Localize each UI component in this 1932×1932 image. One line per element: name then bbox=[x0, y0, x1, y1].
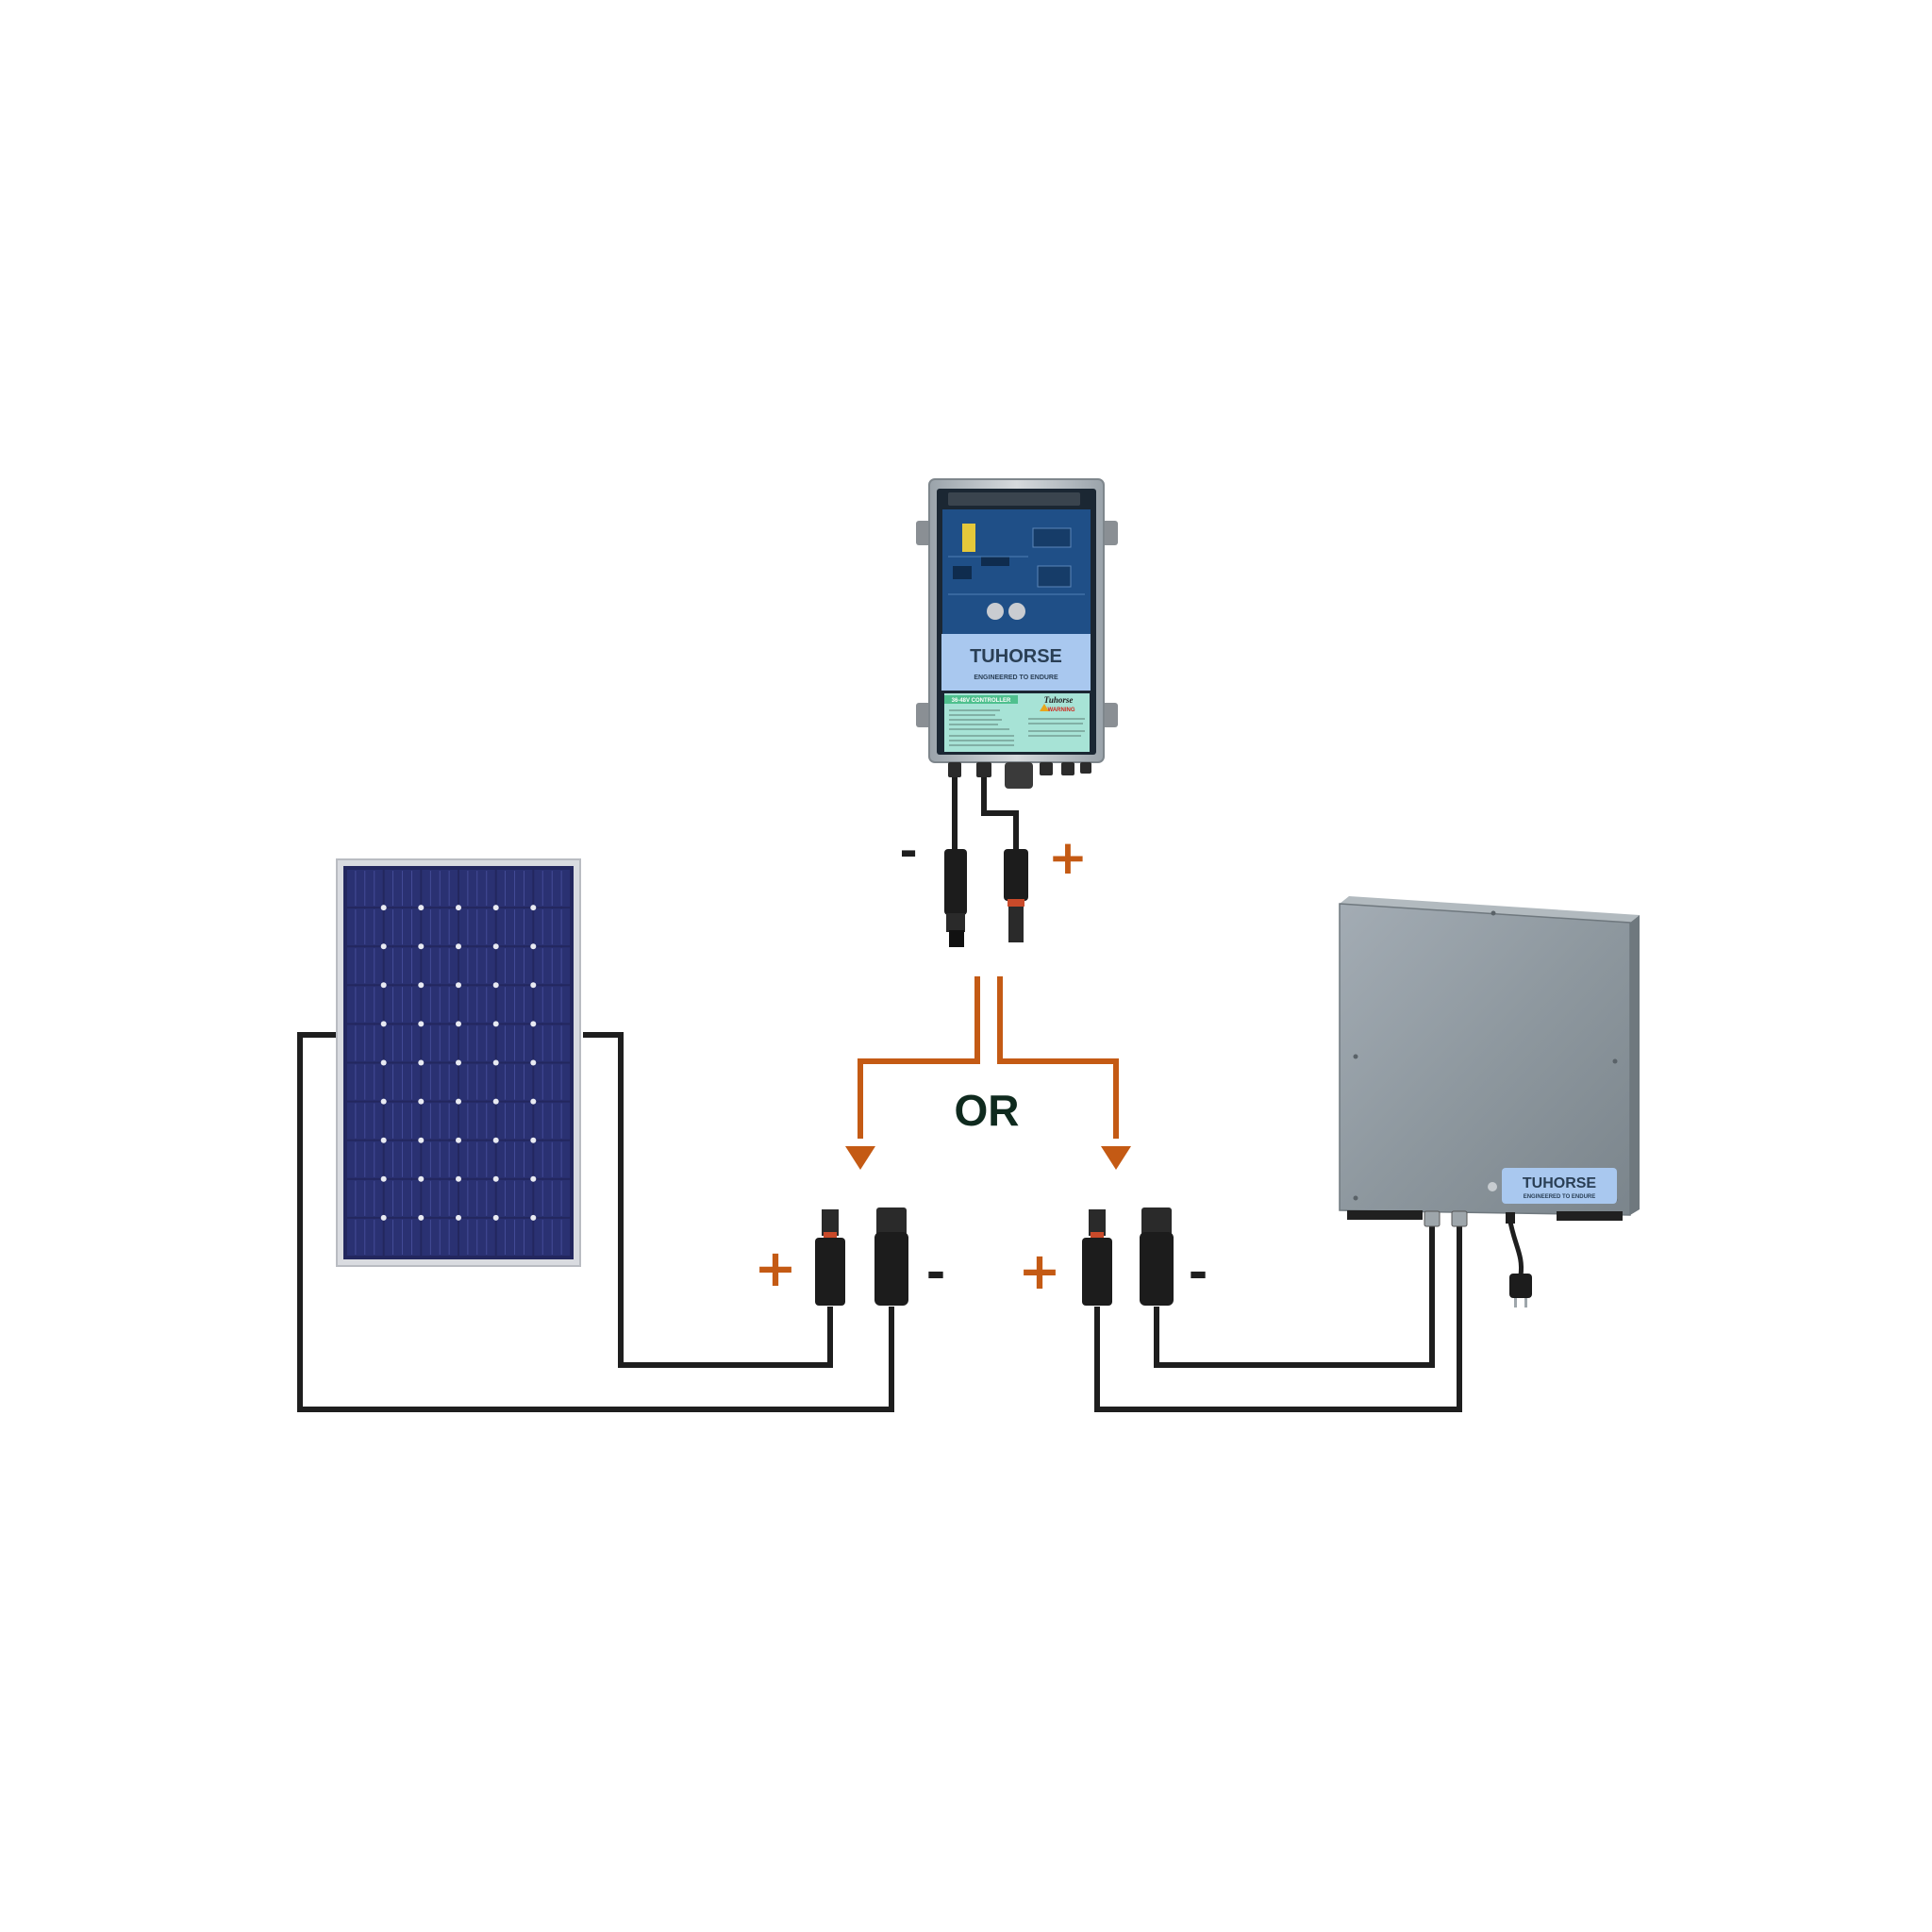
controller-sticker-warning: WARNING bbox=[1048, 708, 1075, 713]
cell-corner bbox=[492, 1137, 499, 1143]
cell-corner bbox=[530, 1214, 537, 1221]
cell-corner bbox=[418, 1137, 425, 1143]
arrow-right-head bbox=[1101, 1146, 1131, 1170]
cell-corner bbox=[380, 1098, 387, 1105]
sticker-fine-print bbox=[949, 709, 1085, 746]
cell-corner bbox=[418, 943, 425, 950]
cell-corner bbox=[530, 1098, 537, 1105]
cell-corner bbox=[380, 1059, 387, 1066]
cell-corner bbox=[456, 1214, 461, 1221]
bracket bbox=[1101, 521, 1118, 545]
solar-negative-sign: - bbox=[926, 1245, 946, 1300]
cell-corner bbox=[418, 982, 425, 989]
cell-corner bbox=[492, 1021, 499, 1027]
cell-corner bbox=[492, 943, 499, 950]
cell-corner bbox=[492, 1098, 499, 1105]
choice-arrows bbox=[858, 976, 1119, 1139]
cell-corner bbox=[380, 905, 387, 911]
cell-corner bbox=[530, 1175, 537, 1182]
cell-corner bbox=[380, 1137, 387, 1143]
arrow-right-line bbox=[997, 976, 1119, 1139]
solar-negative-wire bbox=[297, 1032, 894, 1412]
cell-corner bbox=[492, 1175, 499, 1182]
controller-negative-sign: - bbox=[899, 825, 917, 876]
cell-corner bbox=[456, 1098, 461, 1105]
cell-corner bbox=[530, 1021, 537, 1027]
solar-positive-wire bbox=[583, 1032, 833, 1368]
cell-corner bbox=[418, 1021, 425, 1027]
inverter-negative-wire bbox=[1154, 1226, 1435, 1368]
controller-brand: TUHORSE bbox=[970, 646, 1062, 667]
inverter-brand: TUHORSE bbox=[1523, 1175, 1597, 1191]
cable-glands bbox=[948, 762, 1091, 789]
cell-corner bbox=[380, 1214, 387, 1221]
cell-corner bbox=[380, 982, 387, 989]
cell-corner bbox=[530, 1059, 537, 1066]
controller-negative-connector bbox=[944, 849, 967, 947]
cell-corner bbox=[492, 905, 499, 911]
choice-label: OR bbox=[955, 1086, 1020, 1135]
inverter-negative-sign: - bbox=[1189, 1245, 1208, 1300]
cell-corner bbox=[492, 1059, 499, 1066]
solar-cells bbox=[347, 870, 570, 1256]
controller-positive-sign: + bbox=[1048, 830, 1088, 885]
cell-corner bbox=[492, 1214, 499, 1221]
plug-icon bbox=[1509, 1274, 1532, 1298]
cell-corner bbox=[456, 1021, 461, 1027]
cell-corner bbox=[456, 943, 461, 950]
inverter-brand-label bbox=[1502, 1168, 1617, 1204]
controller-positive-wire bbox=[981, 774, 1019, 854]
inverter-positive-connector bbox=[1082, 1209, 1112, 1306]
solar-positive-connector bbox=[815, 1209, 845, 1306]
controller-sticker-title: 36-48V CONTROLLER bbox=[952, 698, 1011, 704]
controller-sticker-logo: Tuhorse bbox=[1044, 695, 1074, 705]
cell-corner bbox=[456, 1059, 461, 1066]
inverter-positive-wire bbox=[1094, 1226, 1462, 1412]
warning-icon bbox=[1040, 704, 1049, 711]
inverter-positive-sign: + bbox=[1018, 1241, 1060, 1301]
cell-corner bbox=[418, 1175, 425, 1182]
solar-wires bbox=[297, 1032, 894, 1412]
inverter-screws bbox=[1353, 910, 1618, 1203]
power-cord bbox=[1507, 1216, 1524, 1276]
cell-corner bbox=[418, 1059, 425, 1066]
cell-corner bbox=[530, 943, 537, 950]
solar-positive-sign: + bbox=[754, 1239, 796, 1298]
cell-corner bbox=[380, 943, 387, 950]
inverter-negative-connector bbox=[1140, 1208, 1174, 1306]
bracket bbox=[1101, 703, 1118, 727]
cell-corner bbox=[418, 1098, 425, 1105]
controller-brand-label bbox=[941, 634, 1091, 691]
cell-corner bbox=[456, 1137, 461, 1143]
cell-corner bbox=[530, 982, 537, 989]
controller-box: TUHORSE ENGINEERED TO ENDURE 36-48V CONT… bbox=[916, 478, 1118, 789]
cell-corner bbox=[530, 905, 537, 911]
cell-corner bbox=[380, 1021, 387, 1027]
inverter-box: TUHORSE ENGINEERED TO ENDURE bbox=[1339, 896, 1640, 1307]
controller-tagline: ENGINEERED TO ENDURE bbox=[974, 675, 1058, 681]
cell-corner bbox=[380, 1175, 387, 1182]
arrow-left-line bbox=[858, 976, 980, 1139]
cell-corner bbox=[418, 905, 425, 911]
cell-corner bbox=[456, 1175, 461, 1182]
arrow-left-head bbox=[845, 1146, 875, 1170]
inverter-tagline: ENGINEERED TO ENDURE bbox=[1524, 1194, 1596, 1200]
cell-corner bbox=[530, 1137, 537, 1143]
cell-corner bbox=[456, 905, 461, 911]
cell-corner bbox=[418, 1214, 425, 1221]
solar-panel bbox=[336, 858, 581, 1267]
board-components bbox=[948, 524, 1085, 620]
solar-negative-connector bbox=[874, 1208, 908, 1306]
inverter-wires bbox=[1094, 1226, 1462, 1412]
controller-wires bbox=[952, 774, 1019, 854]
cell-corner bbox=[456, 982, 461, 989]
controller-positive-connector bbox=[1004, 849, 1028, 942]
cell-corner bbox=[492, 982, 499, 989]
